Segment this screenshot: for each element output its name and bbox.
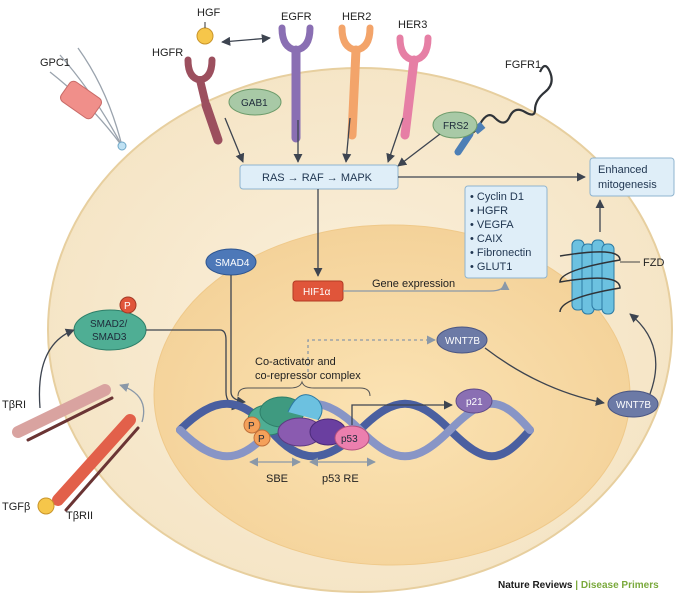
her2-receptor (338, 24, 374, 140)
wnt7b-nuclear (436, 326, 488, 354)
complex-phospho-2: P (258, 434, 265, 445)
hif1a-label: HIF1α (303, 287, 331, 298)
transcription-complex (243, 394, 347, 447)
smad4-to-dna-arrow (230, 275, 246, 406)
enhanced-mitogenesis-line1: Enhanced (598, 164, 648, 176)
hgf-egfr-crosstalk-arrow (221, 34, 271, 46)
sbe-label: SBE (266, 473, 288, 485)
coactivator-to-wnt7b-arrow (307, 335, 436, 378)
smad23-label-line2: SMAD3 (92, 332, 127, 343)
wnt7b-nuclear-label: WNT7B (445, 336, 480, 347)
hgf-label: HGF (197, 7, 221, 19)
hgf-ligand (196, 27, 214, 45)
fzd-label: FZD (643, 257, 664, 269)
hgfr-label: HGFR (152, 47, 183, 59)
her2-to-ras-arrow (342, 117, 352, 163)
tbri-label: TβRI (2, 399, 26, 411)
smad23-phospho-label: P (124, 301, 131, 312)
tbrii-label: TβRII (66, 510, 93, 522)
target-gene-item: • GLUT1 (470, 261, 512, 273)
egfr-label: EGFR (281, 11, 312, 23)
fgfr1-receptor (454, 64, 553, 156)
hgfr-to-ras-arrow (224, 117, 245, 163)
wnt7b-to-fzd-arrow (629, 313, 657, 395)
nucleus (153, 224, 631, 566)
p21-label: p21 (466, 397, 483, 408)
footer-separator: | (572, 580, 580, 591)
her3-label: HER3 (398, 19, 427, 31)
target-gene-item: • CAIX (470, 233, 503, 245)
footer-credit: Nature Reviews | Disease Primers (498, 580, 659, 591)
target-gene-item: • VEGFA (470, 219, 514, 231)
target-gene-item: • Fibronectin (470, 247, 531, 259)
complex-phospho-1: P (248, 421, 255, 432)
smad23-phospho (119, 296, 137, 314)
gene-expression-arrow (343, 281, 510, 292)
her3-receptor (396, 34, 432, 140)
coactivator-label-line2: co-repressor complex (255, 370, 361, 382)
tgfb-label: TGFβ (2, 501, 30, 513)
p53-label: p53 (341, 434, 358, 445)
target-genes-list: • Cyclin D1 • HGFR • VEGFA • CAIX • Fibr… (470, 191, 531, 273)
p53-to-p21-arrow (351, 400, 453, 425)
p53re-label: p53 RE (322, 473, 359, 485)
p21-protein (455, 388, 493, 414)
frs2-label: FRS2 (443, 121, 469, 132)
smad4-label: SMAD4 (215, 258, 250, 269)
gpc1-receptor (49, 47, 127, 151)
footer-journal: Nature Reviews (498, 580, 573, 591)
smad23-protein (73, 309, 147, 351)
gab1-label: GAB1 (241, 98, 268, 109)
gene-expression-label: Gene expression (372, 278, 455, 290)
smad23-label-line1: SMAD2/ (90, 319, 127, 330)
coactivator-label-line1: Co-activator and (255, 356, 336, 368)
hgfr-receptor (184, 56, 223, 145)
wnt7b-secreted-label: WNT7B (616, 400, 651, 411)
enhanced-mitogenesis-line2: mitogenesis (598, 179, 657, 191)
gab1-adaptor (228, 88, 282, 116)
enhanced-mitogenesis-box (589, 157, 675, 197)
target-gene-item: • HGFR (470, 205, 508, 217)
wnt7b-secreted (607, 390, 659, 418)
egfr-receptor (278, 24, 314, 143)
fzd-receptor (559, 239, 621, 315)
tgfb-ligand (37, 497, 55, 515)
fgfr1-label: FGFR1 (505, 59, 541, 71)
footer-series: Disease Primers (581, 580, 659, 591)
p53-protein (334, 425, 370, 451)
ras-raf-mapk-label: RAS → RAF → MAPK (262, 172, 373, 184)
tbrii-to-tbri-arrow (119, 383, 145, 423)
coactivator-brace (237, 380, 371, 397)
frs2-adaptor (432, 111, 478, 139)
target-gene-item: • Cyclin D1 (470, 191, 524, 203)
tgfb-receptor-complex (12, 384, 140, 512)
tbri-to-smad23-arrow (38, 328, 75, 409)
gpc1-label: GPC1 (40, 57, 70, 69)
frs2-to-ras-arrow (397, 133, 441, 167)
her3-to-ras-arrow (386, 117, 404, 163)
wnt7b-secretion-arrow (484, 347, 605, 406)
target-genes-box (464, 185, 548, 279)
her2-label: HER2 (342, 11, 371, 23)
